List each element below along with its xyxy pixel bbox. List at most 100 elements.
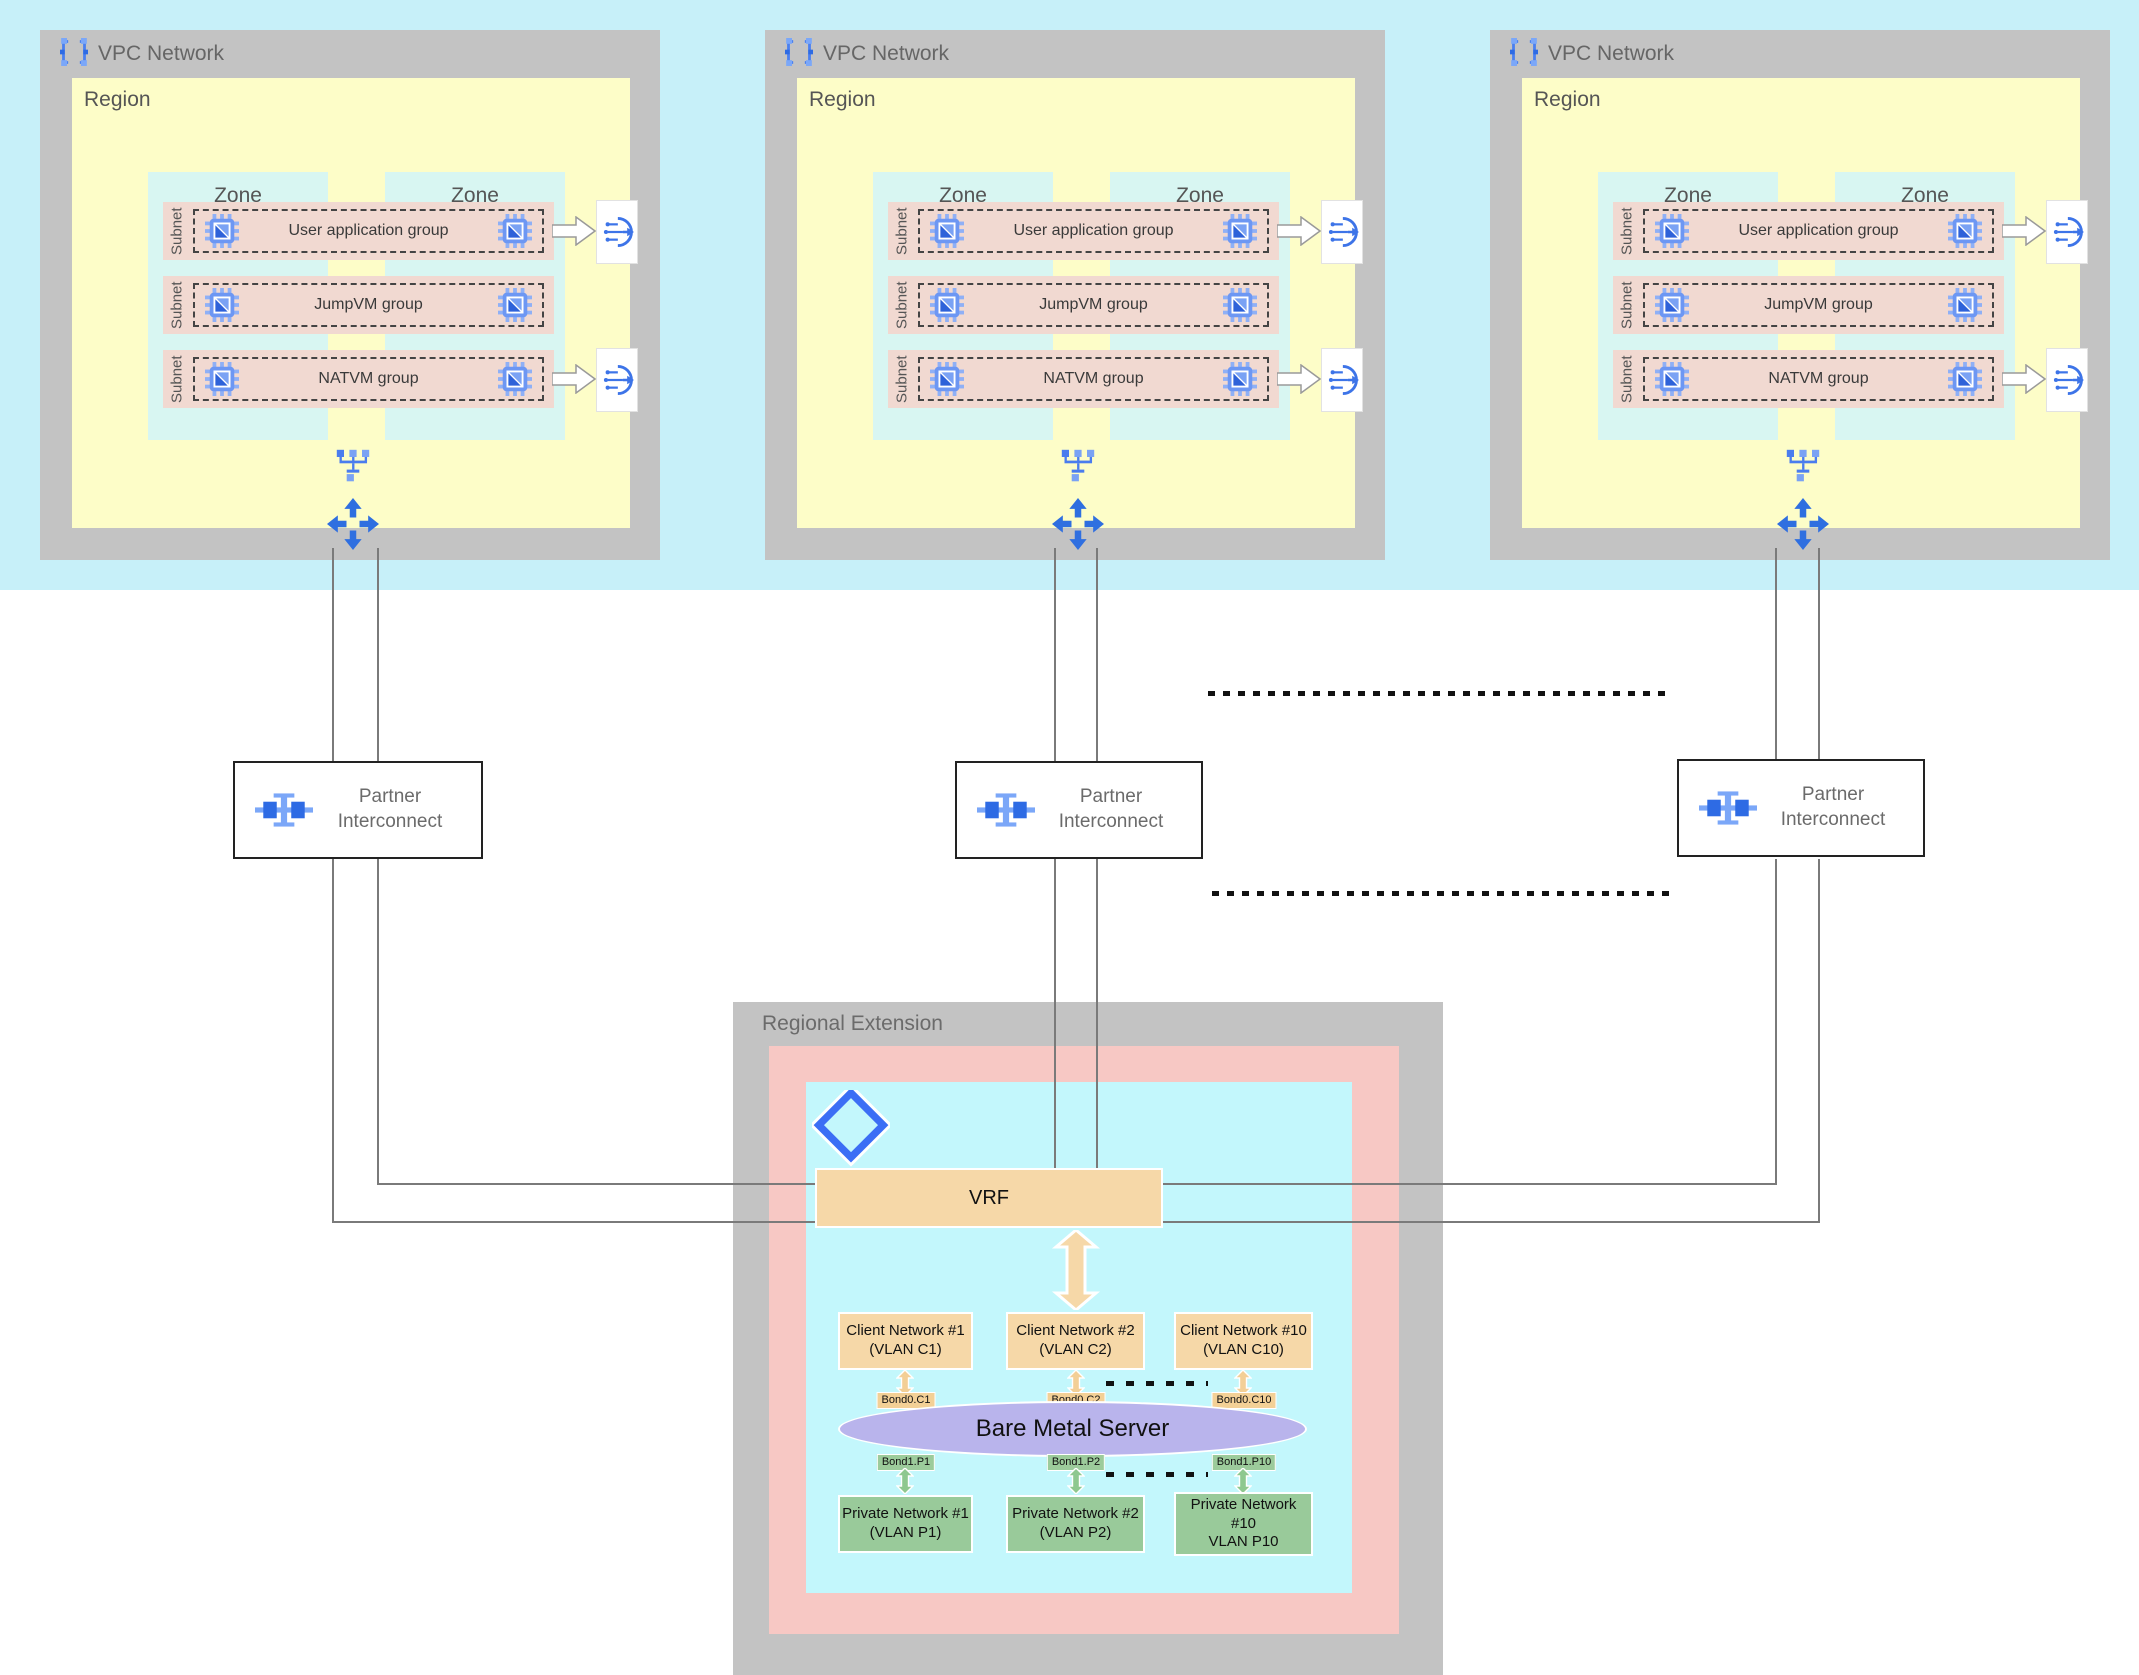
subnet-row: Subnet NATVM group — [1613, 350, 2004, 408]
vrf-bidirectional-arrow — [1051, 1230, 1101, 1310]
subnet-label: Subnet — [168, 207, 186, 255]
region-title: Region — [1534, 88, 1601, 111]
bond-arrow — [1234, 1468, 1252, 1494]
vm-group-box: NATVM group — [918, 357, 1269, 401]
vm-group-box: NATVM group — [193, 357, 544, 401]
ellipsis-dotted-line — [1212, 891, 1672, 896]
vm-icon — [1223, 214, 1257, 248]
connector-line — [1818, 548, 1820, 761]
egress-arrow — [1277, 216, 1321, 246]
vpc-network-block: VPC Network Region Zone Zone Subnet User… — [765, 30, 1385, 560]
zone-title: Zone — [939, 184, 987, 207]
subnet-label: Subnet — [893, 355, 911, 403]
subnet-label: Subnet — [1618, 207, 1636, 255]
connector-line — [332, 548, 334, 761]
connector-line — [1096, 859, 1098, 1169]
instance-group-icon — [1784, 448, 1822, 484]
zone-title: Zone — [214, 184, 262, 207]
load-balancer-box — [596, 348, 638, 412]
partner-interconnect-icon — [1699, 787, 1757, 829]
zone-title: Zone — [1664, 184, 1712, 207]
vm-icon — [498, 288, 532, 322]
subnet-row: Subnet NATVM group — [888, 350, 1279, 408]
peering-layers-icon — [812, 1090, 890, 1172]
ellipsis-dotted-line — [1106, 1472, 1208, 1477]
vpc-network-icon — [1510, 38, 1538, 66]
vm-group-label: NATVM group — [1043, 370, 1144, 387]
subnet-row: Subnet JumpVM group — [163, 276, 554, 334]
client-network-box: Client Network #1 (VLAN C1) — [838, 1312, 973, 1370]
connector-line — [1163, 1221, 1820, 1223]
vm-icon — [205, 214, 239, 248]
partner-interconnect-label: Partner Interconnect — [1780, 784, 1886, 830]
subnet-row: Subnet User application group — [1613, 202, 2004, 260]
vm-icon — [498, 362, 532, 396]
vm-icon — [1655, 362, 1689, 396]
private-network-name: Private Network #2 — [1012, 1505, 1139, 1523]
vm-group-label: User application group — [1013, 222, 1174, 239]
subnet-label: Subnet — [893, 281, 911, 329]
subnet-label: Subnet — [168, 281, 186, 329]
subnet-row: Subnet NATVM group — [163, 350, 554, 408]
vm-group-label: User application group — [288, 222, 449, 239]
vm-group-box: JumpVM group — [918, 283, 1269, 327]
regional-extension-title: Regional Extension — [762, 1012, 943, 1035]
zone-title: Zone — [1176, 184, 1224, 207]
connector-line — [377, 859, 379, 1185]
subnet-row: Subnet User application group — [888, 202, 1279, 260]
partner-interconnect-label: Partner Interconnect — [337, 786, 443, 832]
client-network-vlan: (VLAN C10) — [1203, 1341, 1284, 1358]
vm-group-box: JumpVM group — [1643, 283, 1994, 327]
private-network-name: Private Network #1 — [842, 1505, 969, 1523]
private-network-vlan: (VLAN P2) — [1039, 1524, 1112, 1541]
vm-group-box: JumpVM group — [193, 283, 544, 327]
bond-interface-label: Bond1.P10 — [1211, 1454, 1277, 1471]
vm-group-box: User application group — [918, 209, 1269, 253]
vm-icon — [930, 288, 964, 322]
load-balancer-box — [2046, 348, 2088, 412]
bond-arrow — [896, 1468, 914, 1494]
connector-line — [377, 548, 379, 761]
private-network-name: Private Network #10 — [1190, 1495, 1297, 1532]
partner-interconnect-box: Partner Interconnect — [233, 761, 483, 859]
vm-icon — [1948, 214, 1982, 248]
egress-arrow — [2002, 364, 2046, 394]
vpc-network-block: VPC Network Region Zone Zone Subnet User… — [1490, 30, 2110, 560]
client-network-name: Client Network #10 — [1180, 1322, 1307, 1340]
subnet-label: Subnet — [168, 355, 186, 403]
private-network-vlan: VLAN P10 — [1208, 1533, 1279, 1551]
ellipsis-dotted-line — [1208, 691, 1668, 696]
ellipsis-dotted-line — [1106, 1381, 1208, 1386]
load-balancer-icon — [600, 363, 634, 397]
load-balancer-icon — [1325, 363, 1359, 397]
subnet-row: Subnet JumpVM group — [888, 276, 1279, 334]
vm-group-label: JumpVM group — [1039, 296, 1148, 313]
routes-icon — [1777, 498, 1829, 550]
vpc-network-icon — [785, 38, 813, 66]
connector-line — [332, 859, 334, 1223]
vm-icon — [1948, 362, 1982, 396]
vpc-network-icon — [60, 38, 88, 66]
routes-icon — [327, 498, 379, 550]
subnet-label: Subnet — [1618, 281, 1636, 329]
egress-arrow — [1277, 364, 1321, 394]
vm-group-box: User application group — [193, 209, 544, 253]
private-network-box: Private Network #2 (VLAN P2) — [1006, 1495, 1145, 1553]
connector-line — [1163, 1183, 1777, 1185]
vm-icon — [930, 214, 964, 248]
vm-icon — [498, 214, 532, 248]
vm-group-box: NATVM group — [1643, 357, 1994, 401]
connector-line — [377, 1183, 815, 1185]
partner-interconnect-icon — [977, 789, 1035, 831]
vm-icon — [205, 288, 239, 322]
zone-title: Zone — [1901, 184, 1949, 207]
client-network-name: Client Network #2 — [1016, 1322, 1135, 1340]
vpc-network-title: VPC Network — [1548, 42, 1675, 65]
vrf-box: VRF — [815, 1168, 1163, 1228]
vm-group-label: User application group — [1738, 222, 1899, 239]
vm-group-label: NATVM group — [1768, 370, 1869, 387]
routes-icon — [1052, 498, 1104, 550]
load-balancer-icon — [2050, 215, 2084, 249]
load-balancer-icon — [600, 215, 634, 249]
